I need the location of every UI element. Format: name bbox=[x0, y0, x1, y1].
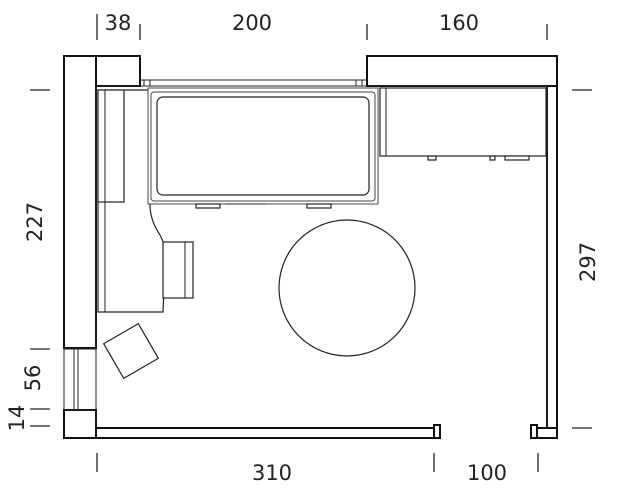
dim-left-lower: 14 bbox=[5, 405, 29, 432]
pouf bbox=[102, 322, 160, 380]
window-left bbox=[63, 348, 97, 411]
dim-bottom-right: 100 bbox=[467, 461, 507, 485]
dim-bottom-left: 310 bbox=[252, 461, 292, 485]
wall-left-upper bbox=[63, 55, 97, 349]
dim-right: 297 bbox=[576, 242, 600, 282]
round-rug bbox=[278, 219, 416, 357]
dim-top-right: 160 bbox=[439, 11, 479, 35]
window-top bbox=[140, 79, 367, 87]
dim-top-left: 38 bbox=[105, 11, 132, 35]
wall-top-left bbox=[95, 55, 141, 87]
door-jamb-right bbox=[530, 424, 538, 439]
wall-bottom bbox=[95, 427, 439, 439]
wall-right bbox=[546, 85, 558, 439]
door-jamb-left bbox=[433, 424, 441, 439]
room-inner-outline bbox=[95, 85, 548, 428]
wall-top-right bbox=[366, 55, 558, 87]
dimension-ticks bbox=[30, 14, 592, 472]
wall-bottom-left bbox=[63, 409, 97, 439]
dim-left-upper: 227 bbox=[23, 202, 47, 242]
dim-left-middle: 56 bbox=[21, 365, 45, 392]
bed bbox=[147, 87, 379, 209]
desk-chair bbox=[162, 241, 194, 299]
walls bbox=[63, 55, 558, 439]
dim-top-middle: 200 bbox=[232, 11, 272, 35]
right-shelf bbox=[379, 87, 547, 161]
